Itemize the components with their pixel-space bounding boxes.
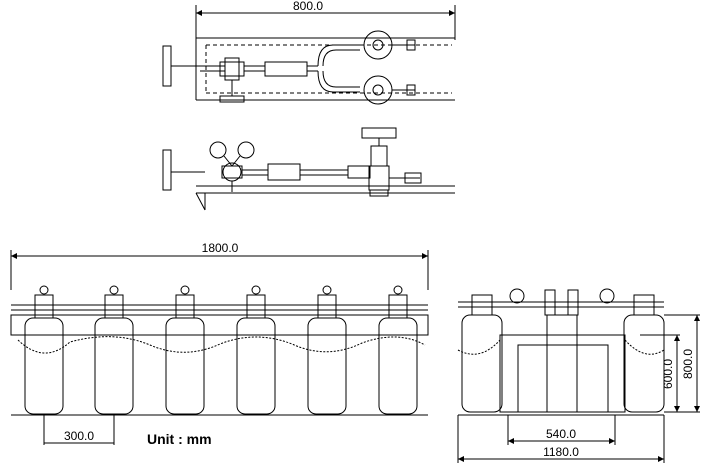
front-cylinder-5 (307, 285, 347, 415)
pressure-gauge-right-icon (237, 141, 255, 159)
dim-label-top-width: 800.0 (293, 0, 323, 13)
dim-label-side-width: 1180.0 (543, 445, 579, 459)
dim-label-side-mid-height: 600.0 (661, 359, 675, 389)
top-plan-view (162, 5, 456, 105)
front-cylinder-1 (24, 285, 64, 415)
middle-elevation-view (162, 127, 455, 211)
dim-label-cylinder-pitch: 300.0 (64, 429, 94, 443)
front-elevation-view (10, 250, 429, 445)
front-cylinder-6 (378, 285, 418, 415)
side-cylinder-left (461, 294, 503, 413)
dim-label-side-height: 800.0 (681, 349, 695, 379)
front-cylinder-4 (236, 285, 276, 415)
front-cylinder-3 (165, 285, 205, 415)
side-elevation-view (457, 288, 700, 463)
dim-label-front-width: 1800.0 (202, 241, 239, 255)
front-cylinder-2 (94, 285, 134, 415)
front-chain (17, 336, 426, 354)
unit-label: Unit : mm (147, 431, 212, 447)
dim-label-side-inner-width: 540.0 (546, 427, 576, 441)
side-cylinder-right (623, 294, 665, 413)
pressure-gauge-left-icon (209, 141, 227, 159)
